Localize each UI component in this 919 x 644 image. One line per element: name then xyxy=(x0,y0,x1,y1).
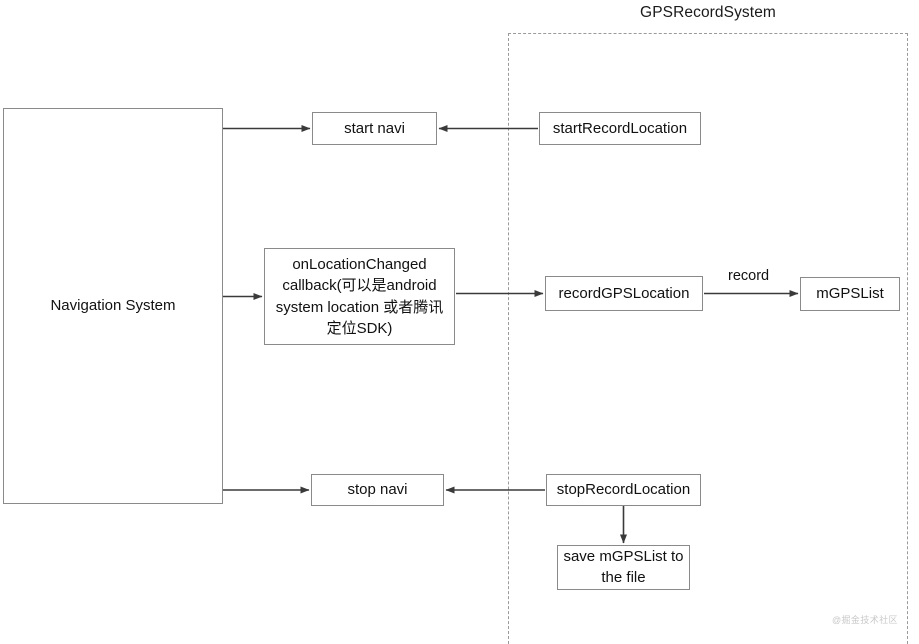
node-navigation-system[interactable]: Navigation System xyxy=(3,108,223,504)
group-boundary-gpsrecordsystem xyxy=(508,33,908,644)
node-start-record-location[interactable]: startRecordLocation xyxy=(539,112,701,145)
edge-label-record: record xyxy=(726,268,772,284)
node-save-mgpslist-to-file[interactable]: save mGPSList to the file xyxy=(557,545,690,590)
group-title-gpsrecordsystem: GPSRecordSystem xyxy=(640,4,776,21)
node-mgpslist[interactable]: mGPSList xyxy=(800,277,900,311)
node-stop-record-location[interactable]: stopRecordLocation xyxy=(546,474,701,506)
watermark: @掘金技术社区 xyxy=(832,615,898,625)
node-on-location-changed-callback[interactable]: onLocationChanged callback(可以是android sy… xyxy=(264,248,455,345)
node-start-navi[interactable]: start navi xyxy=(312,112,437,145)
node-stop-navi[interactable]: stop navi xyxy=(311,474,444,506)
node-record-gps-location[interactable]: recordGPSLocation xyxy=(545,276,703,311)
